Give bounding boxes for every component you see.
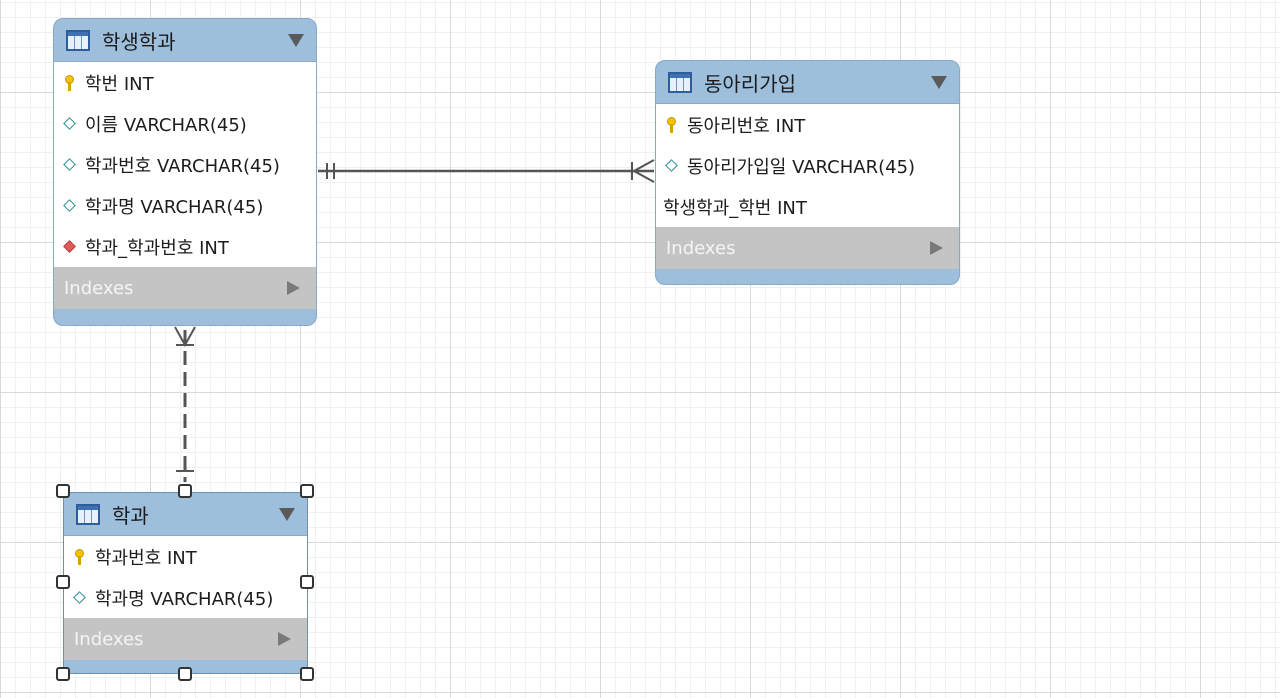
column-label: 이름 VARCHAR(45) — [85, 114, 247, 136]
entity-student-dept[interactable]: 학생학과 학번 INT 이름 VARCHAR(45) 학과번호 VARCHAR(… — [53, 18, 317, 326]
entity-header[interactable]: 학생학과 — [54, 19, 316, 61]
resize-handle-bottom-left[interactable] — [56, 667, 70, 681]
resize-handle-top-left[interactable] — [56, 484, 70, 498]
indexes-label: Indexes — [74, 628, 144, 650]
column-row[interactable]: 동아리가입일 VARCHAR(45) — [656, 145, 959, 186]
indexes-section[interactable]: Indexes — [656, 227, 959, 269]
column-row[interactable]: 동아리번호 INT — [656, 104, 959, 145]
red-diamond-icon — [63, 239, 77, 255]
diamond-icon — [665, 158, 679, 174]
key-icon — [63, 74, 77, 91]
diamond-icon — [63, 116, 77, 132]
triangle-down-icon[interactable] — [288, 33, 304, 47]
key-icon — [665, 116, 679, 133]
entity-dept[interactable]: 학과 학과번호 INT 학과명 VARCHAR(45) Indexes — [63, 492, 308, 674]
entity-header[interactable]: 학과 — [64, 493, 307, 535]
triangle-right-icon[interactable] — [930, 241, 943, 255]
column-label: 학번 INT — [85, 73, 154, 95]
diamond-icon — [63, 157, 77, 173]
column-row[interactable]: 학과명 VARCHAR(45) — [54, 185, 316, 226]
entity-club-join[interactable]: 동아리가입 동아리번호 INT 동아리가입일 VARCHAR(45) 학생학과_… — [655, 60, 960, 285]
resize-handle-bottom-right[interactable] — [300, 667, 314, 681]
column-row[interactable]: 학과명 VARCHAR(45) — [64, 577, 307, 618]
column-label: 동아리번호 INT — [687, 115, 806, 137]
resize-handle-top[interactable] — [178, 484, 192, 498]
indexes-section[interactable]: Indexes — [64, 618, 307, 660]
entity-title: 동아리가입 — [704, 71, 796, 96]
column-label: 학과_학과번호 INT — [85, 237, 229, 259]
column-row[interactable]: 학과_학과번호 INT — [54, 226, 316, 267]
resize-handle-bottom[interactable] — [178, 667, 192, 681]
diamond-icon — [63, 198, 77, 214]
column-label: 학과번호 VARCHAR(45) — [85, 155, 280, 177]
diamond-icon — [73, 590, 87, 606]
resize-handle-top-right[interactable] — [300, 484, 314, 498]
indexes-label: Indexes — [64, 277, 134, 299]
column-label: 학과번호 INT — [95, 547, 197, 569]
column-row[interactable]: 학과번호 INT — [64, 536, 307, 577]
column-list: 동아리번호 INT 동아리가입일 VARCHAR(45) 학생학과_학번 INT — [656, 103, 959, 227]
indexes-section[interactable]: Indexes — [54, 267, 316, 309]
crowfoot-many — [631, 159, 655, 183]
table-icon — [668, 71, 692, 93]
triangle-right-icon[interactable] — [278, 632, 291, 646]
triangle-right-icon[interactable] — [287, 281, 300, 295]
triangle-down-icon[interactable] — [931, 75, 947, 89]
column-row[interactable]: 학번 INT — [54, 62, 316, 103]
entity-header[interactable]: 동아리가입 — [656, 61, 959, 103]
resize-handle-left[interactable] — [56, 575, 70, 589]
column-label: 학과명 VARCHAR(45) — [85, 196, 264, 218]
table-icon — [76, 503, 100, 525]
column-row[interactable]: 학생학과_학번 INT — [656, 186, 959, 227]
column-list: 학과번호 INT 학과명 VARCHAR(45) — [64, 535, 307, 618]
column-list: 학번 INT 이름 VARCHAR(45) 학과번호 VARCHAR(45) 학… — [54, 61, 316, 267]
column-row[interactable]: 학과번호 VARCHAR(45) — [54, 144, 316, 185]
resize-handle-right[interactable] — [300, 575, 314, 589]
table-icon — [66, 29, 90, 51]
indexes-label: Indexes — [666, 237, 736, 259]
triangle-down-icon[interactable] — [279, 507, 295, 521]
column-label: 학과명 VARCHAR(45) — [95, 588, 274, 610]
entity-title: 학생학과 — [102, 29, 176, 54]
key-icon — [73, 548, 87, 565]
column-label: 동아리가입일 VARCHAR(45) — [687, 156, 916, 178]
column-row[interactable]: 이름 VARCHAR(45) — [54, 103, 316, 144]
column-label: 학생학과_학번 INT — [663, 197, 807, 219]
entity-title: 학과 — [112, 503, 149, 528]
